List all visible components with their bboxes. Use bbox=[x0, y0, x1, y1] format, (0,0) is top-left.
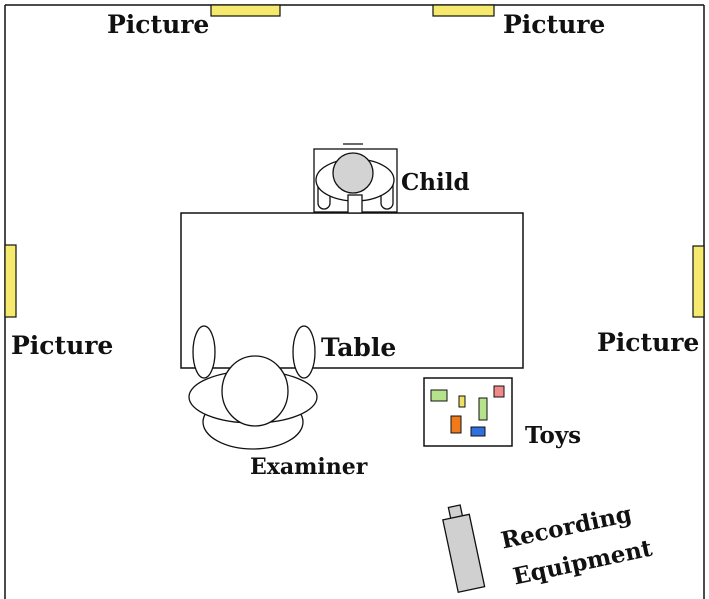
picture-left-label: Picture bbox=[11, 331, 114, 360]
toys-box bbox=[423, 377, 513, 447]
child-head bbox=[332, 152, 374, 194]
table-rect bbox=[180, 212, 524, 369]
picture-top-left bbox=[210, 4, 281, 17]
toys-label: Toys bbox=[525, 422, 582, 449]
picture-right bbox=[692, 245, 705, 318]
picture-top-right-label: Picture bbox=[503, 10, 606, 39]
picture-top-left-label: Picture bbox=[107, 10, 210, 39]
picture-top-right bbox=[432, 4, 495, 17]
child-seat bbox=[313, 143, 398, 214]
child-label: Child bbox=[401, 169, 470, 196]
recording-equipment bbox=[442, 504, 486, 594]
table-label: Table bbox=[321, 333, 397, 362]
toy-green-bar bbox=[478, 397, 488, 421]
picture-left bbox=[4, 244, 17, 318]
examiner-seat bbox=[188, 325, 318, 450]
toy-blue-block bbox=[470, 426, 486, 437]
toy-red-block bbox=[493, 385, 505, 398]
camera-body bbox=[442, 513, 486, 594]
examiner-label: Examiner bbox=[250, 454, 368, 480]
toy-green-block bbox=[430, 389, 448, 402]
toy-orange-block bbox=[450, 415, 462, 434]
picture-right-label: Picture bbox=[597, 328, 700, 357]
toy-yellow-block bbox=[458, 395, 466, 408]
examiner-head bbox=[221, 355, 289, 427]
